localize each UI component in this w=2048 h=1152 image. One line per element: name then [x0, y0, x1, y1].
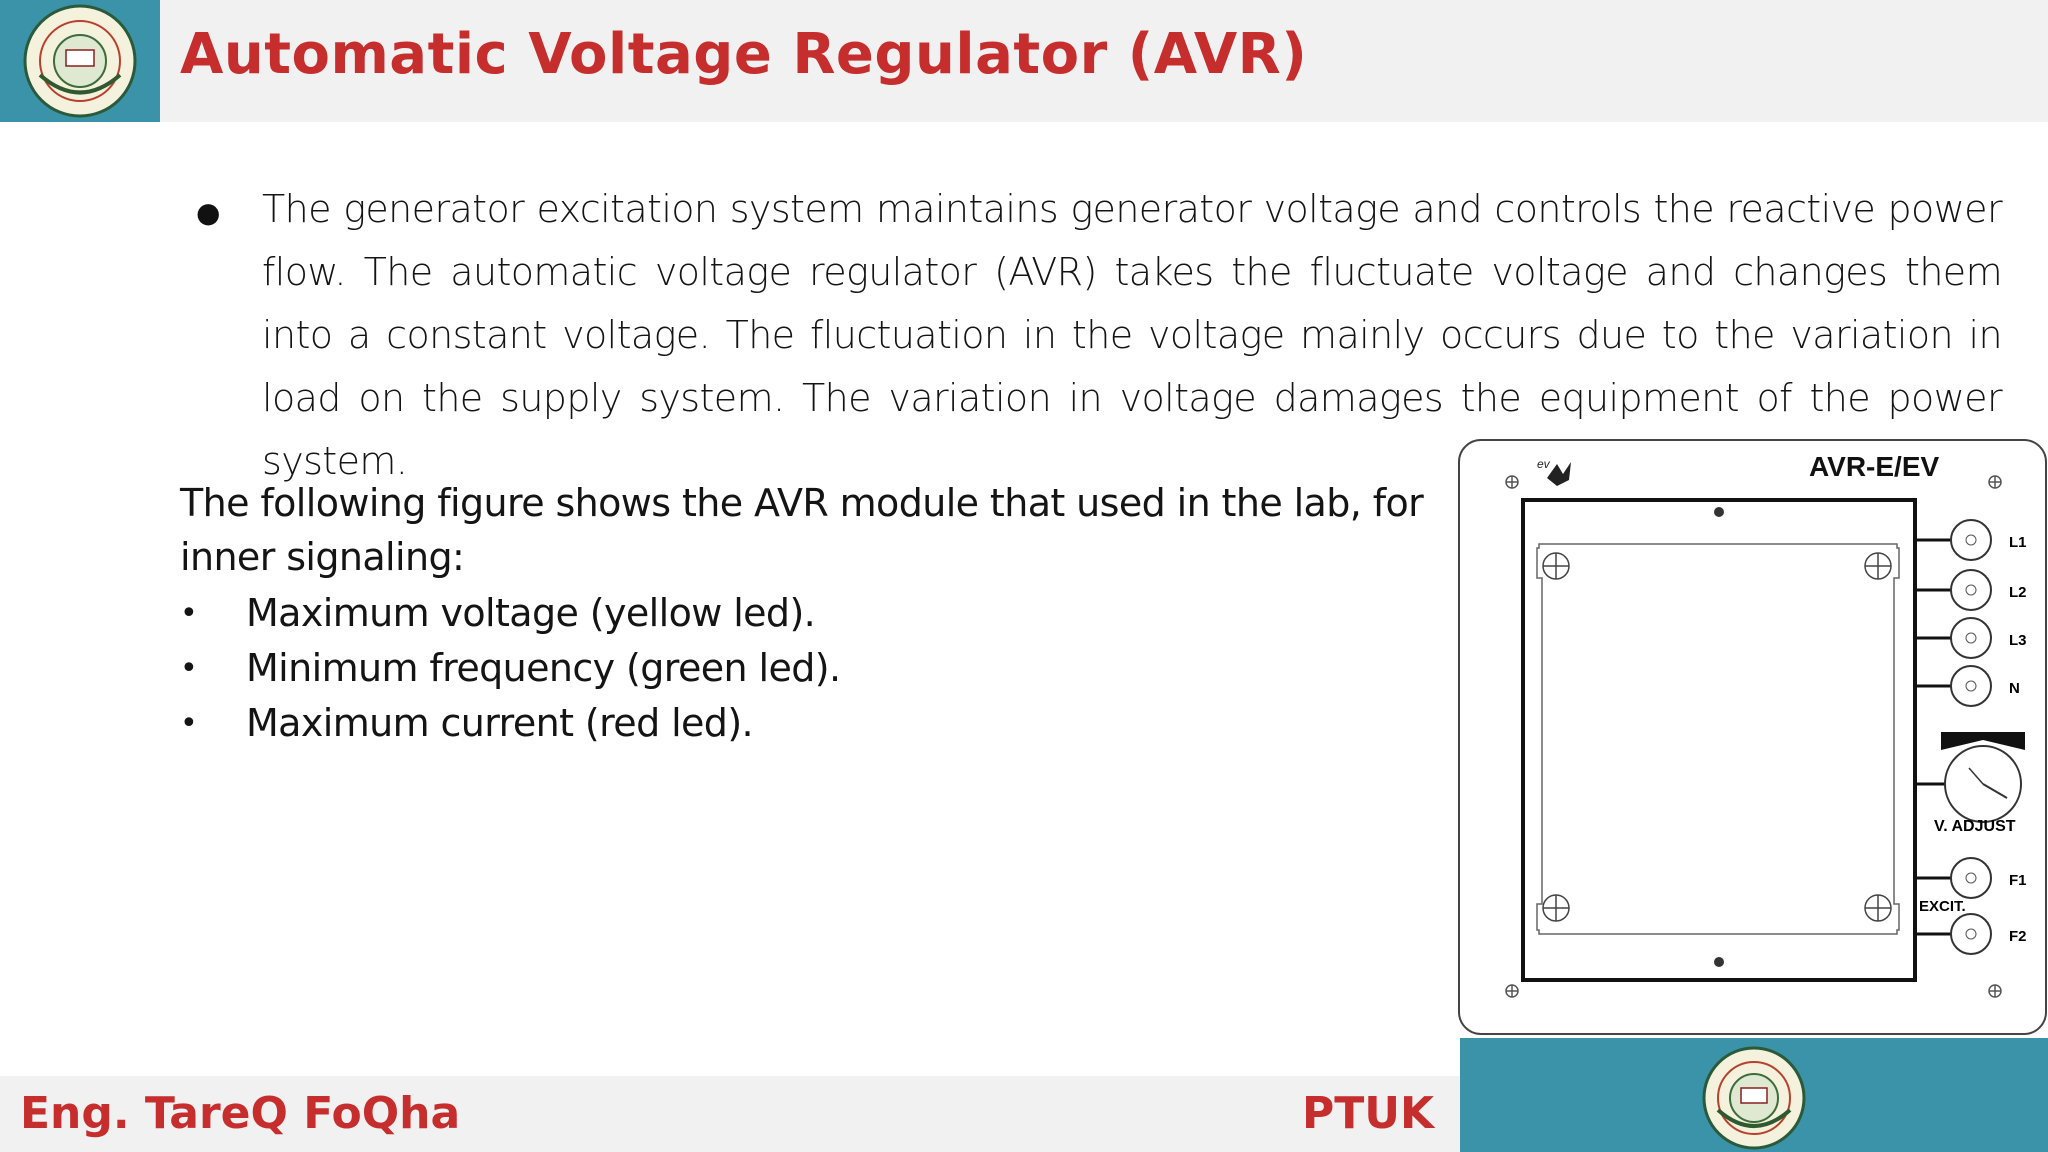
v-adjust-label: V. ADJUST: [1934, 818, 2016, 835]
svg-text:L3: L3: [2009, 632, 2027, 649]
header-logo: [0, 0, 160, 122]
svg-text:F2: F2: [2009, 928, 2027, 945]
main-paragraph: The generator excitation system maintain…: [262, 187, 2003, 483]
bullet-marker: •: [180, 706, 198, 741]
bullet-marker: •: [180, 651, 198, 686]
terminal-l3: L3: [1915, 617, 2027, 659]
figure-intro-text: The following figure shows the AVR modul…: [180, 481, 1424, 579]
svg-text:N: N: [2009, 680, 2020, 697]
inner-panel: [1536, 543, 1900, 935]
terminal-n: N: [1915, 665, 2020, 707]
brand-logo-icon: ev: [1537, 457, 1571, 486]
svg-text:L2: L2: [2009, 584, 2027, 601]
bullet-marker: •: [180, 596, 198, 631]
page-title: Automatic Voltage Regulator (AVR): [180, 22, 1308, 87]
terminal-f1: F1: [1915, 857, 2027, 899]
university-seal-icon: [23, 4, 137, 118]
footer-bar: [0, 1076, 1460, 1152]
university-seal-icon: [1702, 1046, 1806, 1150]
svg-text:ev: ev: [1537, 457, 1551, 471]
svg-text:F1: F1: [2009, 872, 2027, 889]
bullet-marker: ●: [196, 196, 221, 229]
brand-label: AVR-E/EV: [1809, 451, 1939, 482]
panel-dot-icons: [1714, 507, 1724, 967]
terminal-l1: L1: [1915, 519, 2027, 561]
header-bar: [0, 0, 2048, 122]
footer-org: PTUK: [1302, 1088, 1435, 1139]
footer-author: Eng. TareQ FoQha: [20, 1088, 461, 1139]
excit-label: EXCIT.: [1919, 898, 1966, 915]
footer-logo: [1460, 1038, 2048, 1152]
corner-screw-icons: [1505, 475, 2002, 998]
panel-screw-icons: [1542, 552, 1892, 922]
svg-text:L1: L1: [2009, 534, 2027, 551]
terminal-l2: L2: [1915, 569, 2027, 611]
terminal-f2: F2: [1915, 913, 2027, 955]
avr-module-figure: ev AVR-E/EV L1 L2: [1457, 438, 2048, 1036]
voltage-adjust-knob: [1915, 745, 2022, 823]
adjust-triangle-icon: [1941, 732, 2025, 750]
